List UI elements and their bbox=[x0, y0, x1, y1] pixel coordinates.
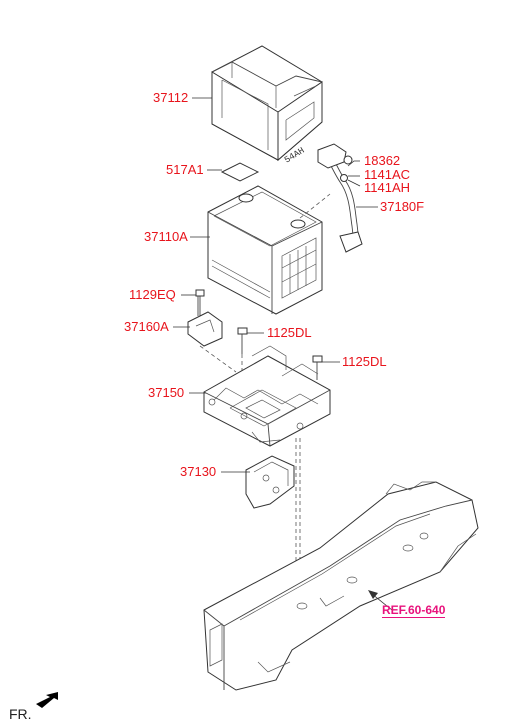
battery-tray-drawing bbox=[203, 345, 331, 447]
front-direction-arrow-icon bbox=[36, 692, 58, 708]
part-label-37180f[interactable]: 37180F bbox=[380, 199, 425, 214]
reference-arrow bbox=[368, 590, 393, 611]
part-label-37150[interactable]: 37150 bbox=[148, 385, 185, 400]
part-label-517a1[interactable]: 517A1 bbox=[166, 162, 204, 177]
part-label-37160a[interactable]: 37160A bbox=[124, 319, 169, 334]
side-member-drawing bbox=[203, 481, 479, 691]
battery-cable-drawing bbox=[299, 143, 363, 253]
part-label-37112[interactable]: 37112 bbox=[153, 90, 189, 105]
battery-cover-drawing: 54AH bbox=[211, 45, 323, 166]
leader-lines bbox=[173, 97, 378, 473]
part-label-1141ac[interactable]: 1141AC bbox=[364, 167, 411, 182]
part-label-18362[interactable]: 18362 bbox=[364, 153, 401, 168]
part-label-37110a[interactable]: 37110A bbox=[144, 229, 188, 244]
part-label-37130[interactable]: 37130 bbox=[180, 464, 217, 479]
label-sticker-drawing bbox=[220, 162, 260, 182]
bracket-37160a-drawing bbox=[187, 311, 237, 373]
front-orientation-label: FR. bbox=[9, 706, 32, 722]
bolt-1129eq-drawing bbox=[195, 289, 205, 318]
bracket-37130-drawing bbox=[245, 455, 295, 509]
battery-drawing bbox=[207, 185, 323, 315]
part-label-1125dl-upper[interactable]: 1125DL bbox=[267, 325, 312, 340]
bolt-1125dl-drawings bbox=[237, 327, 323, 420]
reference-link[interactable]: REF.60-640 bbox=[382, 603, 446, 618]
part-label-1141ah[interactable]: 1141AH bbox=[364, 180, 411, 195]
part-label-1129eq[interactable]: 1129EQ bbox=[129, 287, 176, 302]
part-label-1125dl-right[interactable]: 1125DL bbox=[342, 354, 387, 369]
